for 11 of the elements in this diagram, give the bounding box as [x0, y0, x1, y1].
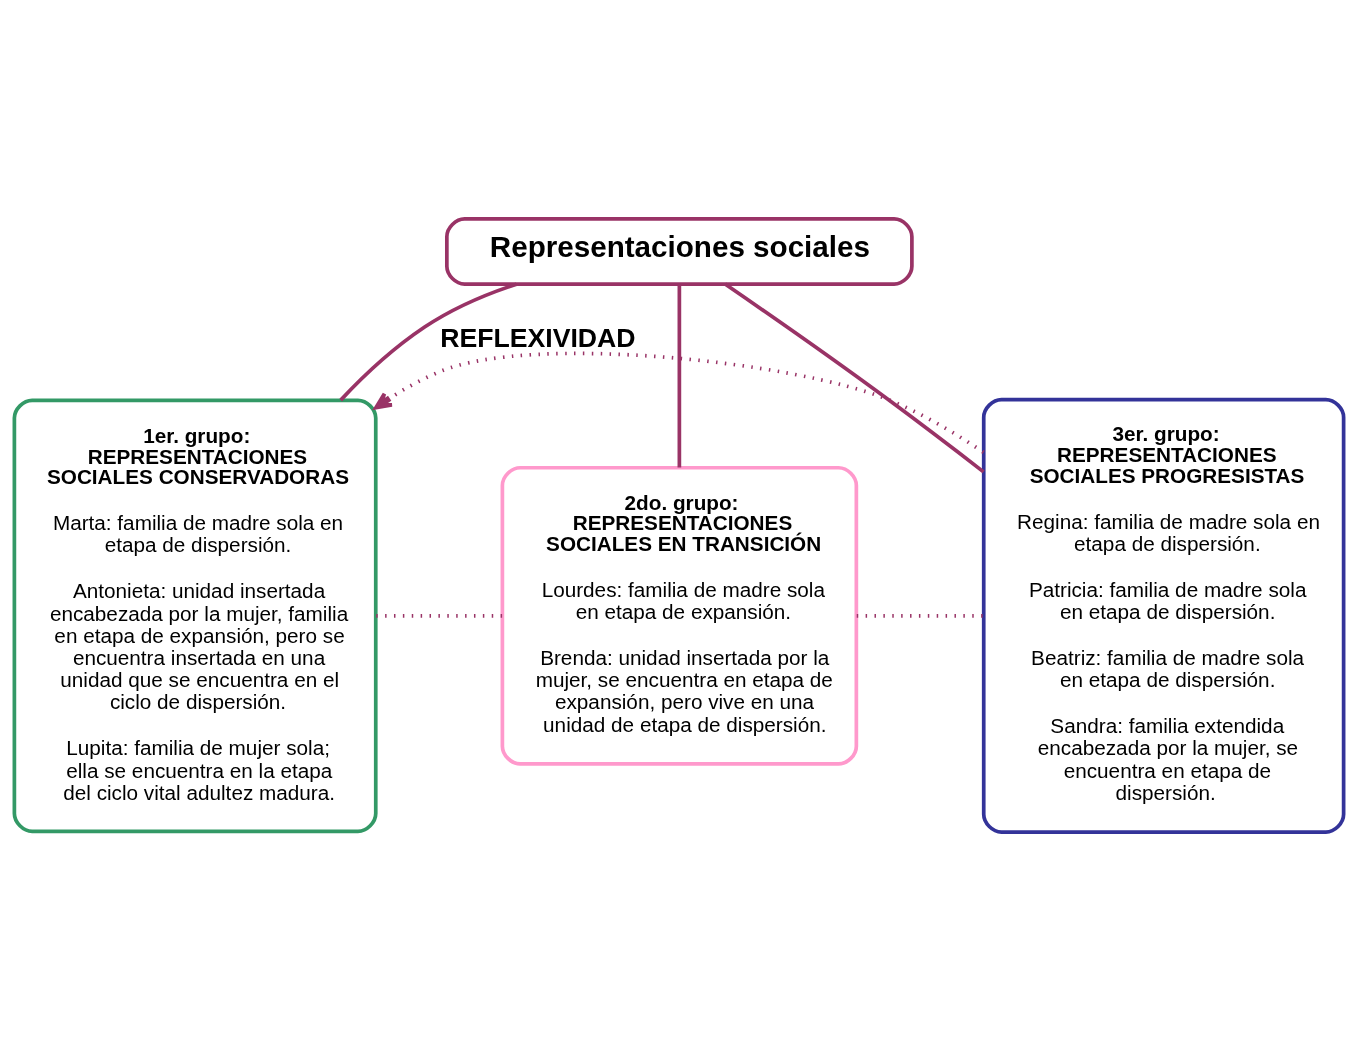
connector: [856, 613, 984, 618]
node-box: 3er. grupo: REPRESENTACIONES SOCIALES PROGRESISTAS Regina: familia de madre sola en etapa de dispersión. Patricia: familia de madre sola en etapa de dispersión. Beatriz: familia de madre sola en etapa de dispersión. Sandra: familia extendida encabezada por la mujer, se encuentra en etapa de dispersión.: [981, 397, 1346, 834]
connector: [376, 613, 503, 618]
edge-label: REFLEXIVIDAD: [440, 322, 636, 353]
node-box: 1er. grupo: REPRESENTACIONES SOCIALES CONSERVADORAS Marta: familia de madre sola en etapa de dispersión. Antonieta: unidad insertada encabezada por la mujer, familia en etapa de expansión, pero se encuentra insertada en una unidad que se encuentra en el ciclo de dispersión. Lupita: familia de mujer sola; ella se encuentra en la etapa del ciclo vital adultez madura.: [12, 398, 378, 833]
node-box: Representaciones sociales: [445, 216, 914, 286]
connector: [724, 282, 985, 473]
arrow: [374, 351, 985, 454]
node-box: 2do. grupo: REPRESENTACIONES SOCIALES EN TRANSICIÓN Lourdes: familia de madre sola en etapa de expansión. Brenda: unidad insertada por la mujer, se encuentra en etapa de expansión, pero vive en una unidad de etapa de dispersión.: [500, 465, 859, 766]
connector: [677, 283, 682, 468]
connector: [339, 281, 518, 401]
